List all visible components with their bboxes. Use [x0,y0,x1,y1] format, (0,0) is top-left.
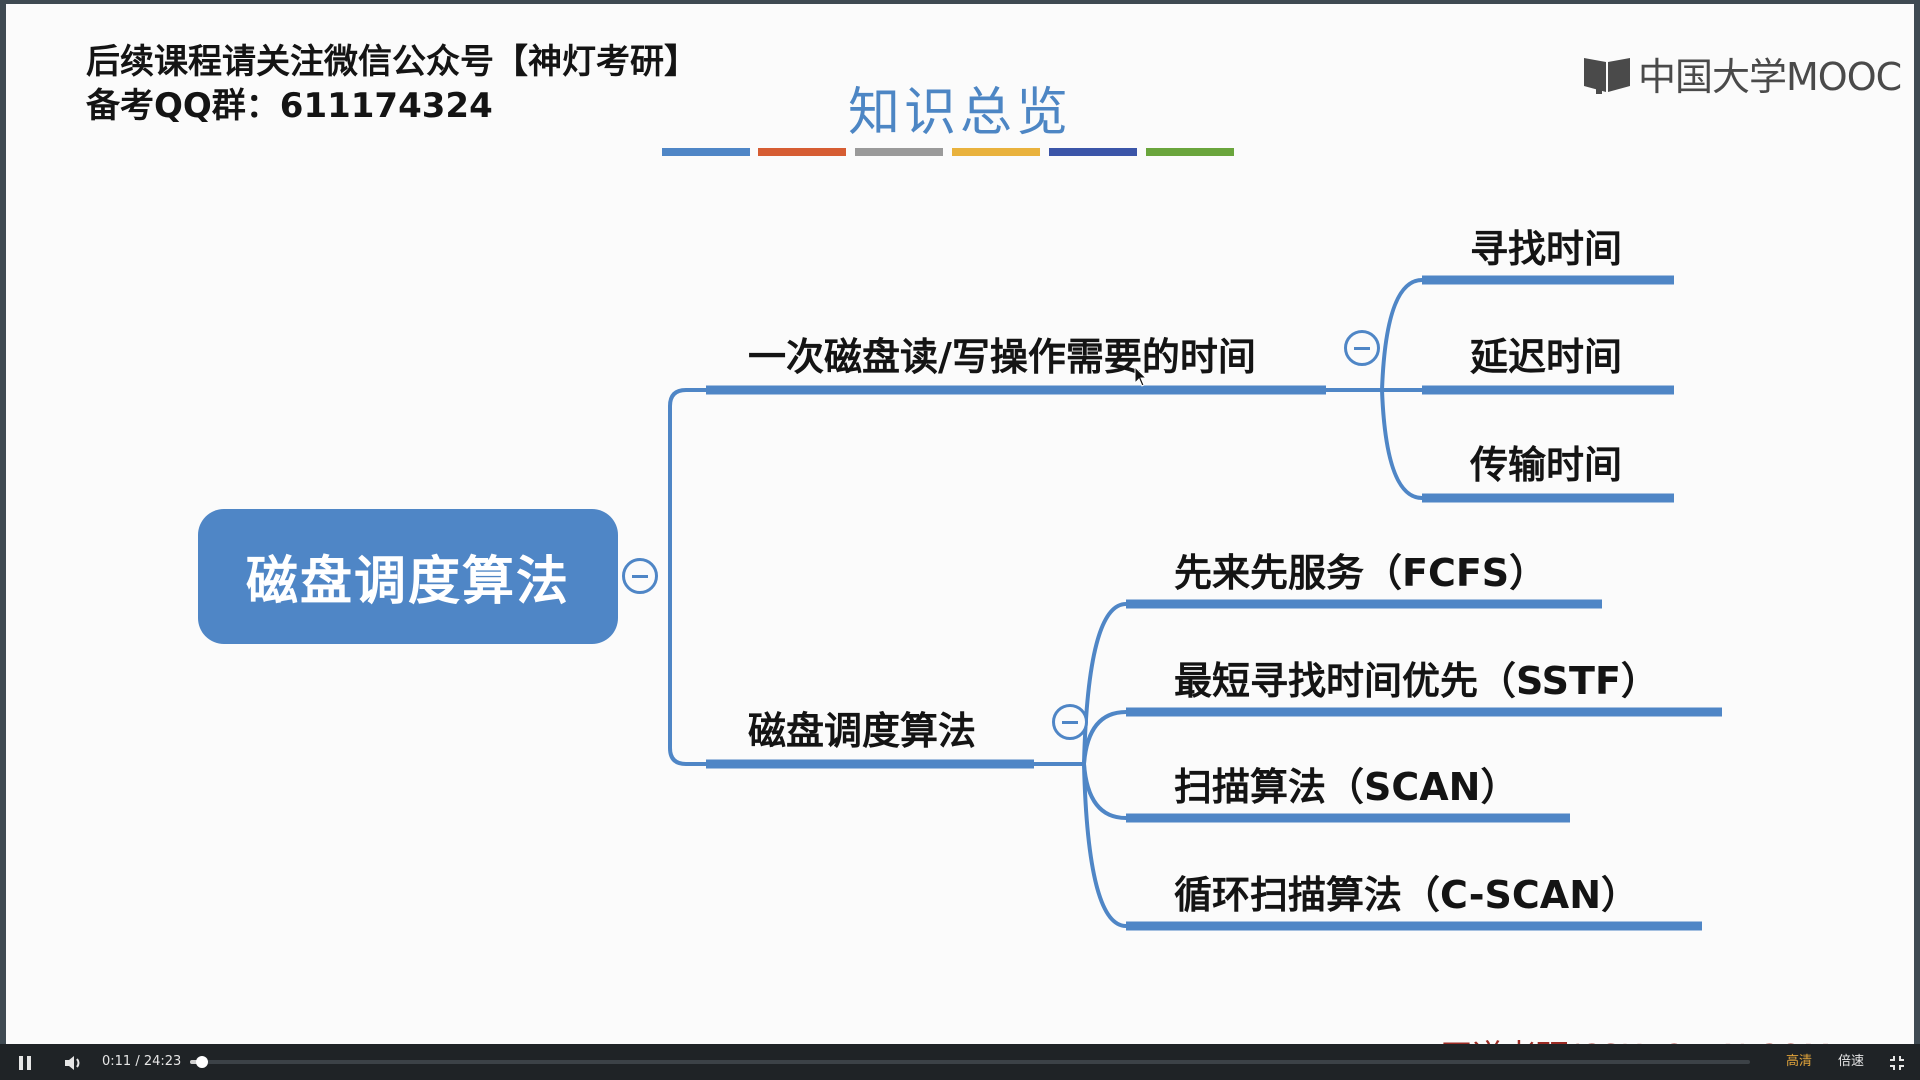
pause-icon[interactable] [14,1052,36,1074]
volume-icon[interactable] [62,1052,84,1074]
leaf-transfer-time[interactable]: 传输时间 [1470,443,1623,487]
branch1-curve-top [1380,278,1423,391]
title-bar-1 [662,148,750,156]
slide-title: 知识总览 [847,83,1072,143]
notice-line-2: 备考QQ群：611174324 [86,86,493,126]
speed-button[interactable]: 倍速 [1838,1054,1865,1069]
leaf-latency-time[interactable]: 延迟时间 [1470,335,1623,379]
quality-button[interactable]: 高清 [1786,1054,1813,1069]
root-collapse-button[interactable] [622,558,658,594]
title-bar-6 [1146,148,1234,156]
leaf-seek-time[interactable]: 寻找时间 [1470,227,1623,271]
leaf-sstf[interactable]: 最短寻找时间优先（SSTF） [1174,659,1659,703]
notice-line-1: 后续课程请关注微信公众号【神灯考研】 [86,42,698,82]
lecture-slide: 后续课程请关注微信公众号【神灯考研】 备考QQ群：611174324 知识总览 … [6,4,1914,1044]
progress-bar[interactable] [190,1056,1750,1068]
root-trunk-lower [668,576,706,766]
exit-fullscreen-icon[interactable] [1886,1052,1908,1074]
branch-label-scheduling[interactable]: 磁盘调度算法 [748,709,977,753]
root-node[interactable]: 磁盘调度算法 [198,509,618,644]
root-trunk [668,388,706,576]
branch-label-io-time[interactable]: 一次磁盘读/写操作需要的时间 [748,335,1256,379]
leaf-scan[interactable]: 扫描算法（SCAN） [1174,765,1519,809]
branch2-curve-2 [1082,710,1127,765]
title-bar-2 [758,148,846,156]
logo-text: 中国大学MOOC [1638,55,1902,99]
branch-io-time-collapse-button[interactable] [1344,330,1380,366]
title-bar-5 [1049,148,1137,156]
branch1-curve-bottom [1380,389,1423,500]
mooc-book-icon [1584,57,1630,94]
title-bar-4 [952,148,1040,156]
branch2-curve-3 [1082,763,1127,820]
mooc-logo: 中国大学MOOC [1582,46,1902,101]
branch-scheduling-collapse-button[interactable] [1052,704,1088,740]
title-bar-3 [855,148,943,156]
wechat-notice: 后续课程请关注微信公众号【神灯考研】 备考QQ群：611174324 [86,40,698,128]
leaf-cscan[interactable]: 循环扫描算法（C-SCAN） [1174,873,1639,917]
mindmap-connectors [624,275,1722,931]
branch2-curve-4 [1082,763,1127,928]
video-player-bar: 0:11 / 24:23 高清 倍速 [0,1044,1920,1080]
mouse-cursor-icon [1134,366,1148,387]
leaf-fcfs[interactable]: 先来先服务（FCFS） [1174,551,1548,595]
progress-handle[interactable] [195,1056,208,1068]
playback-time: 0:11 / 24:23 [102,1054,182,1069]
